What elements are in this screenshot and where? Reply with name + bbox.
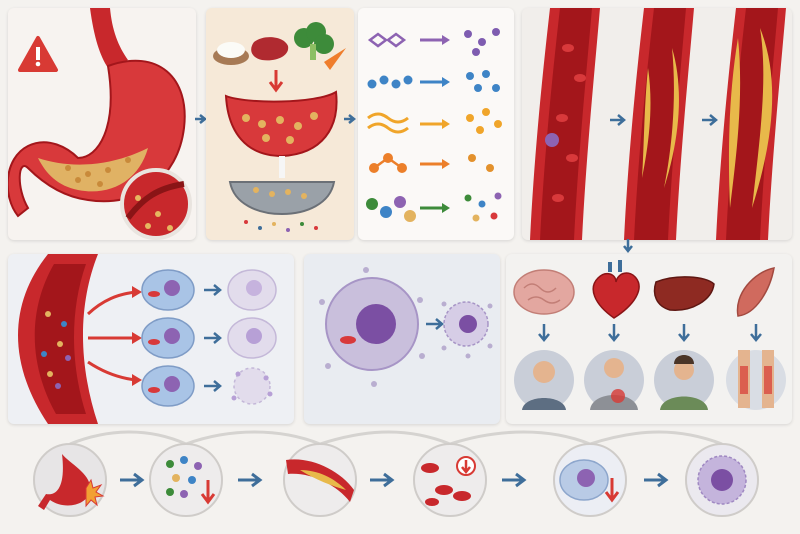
symptom-chest-pain: [584, 350, 644, 410]
warning-triangle-icon: [18, 36, 58, 72]
nutrient-molecules-panel: [358, 8, 514, 240]
arrow-right-icon: [370, 472, 395, 488]
digestion-panel: [206, 8, 354, 240]
burst-icon: [85, 478, 105, 508]
rice-bowl: [213, 42, 249, 65]
arrow-right-icon: [344, 114, 357, 124]
cell-1-result: [227, 269, 277, 311]
timeline-step-nutrients: [149, 443, 223, 517]
arrow-right-icon: [644, 472, 669, 488]
arrow-down-icon: [538, 324, 550, 342]
arrow-right-icon: [610, 114, 626, 126]
stomach-panel: [8, 8, 196, 240]
strainer: [228, 181, 336, 216]
arrow-right-icon: [426, 318, 444, 330]
arrow-right-icon: [195, 114, 208, 124]
liver-icon: [653, 276, 715, 311]
damaged-cell-large: [319, 267, 425, 387]
meat: [251, 37, 289, 61]
carrot: [324, 48, 346, 70]
symptom-headache: [514, 350, 574, 410]
molecule-row-4: [369, 153, 494, 173]
arrow-down-icon: [623, 239, 633, 254]
arrow-down-icon: [604, 478, 620, 503]
arrow-right-icon: [238, 472, 263, 488]
damaged-cell-small: [441, 301, 493, 359]
summary-timeline: [0, 430, 800, 534]
cell-uptake-panel: [8, 254, 294, 424]
timeline-step-artery: [283, 443, 357, 517]
stomach-contents: [224, 90, 338, 158]
timeline-step-blood-cells: [413, 443, 487, 517]
cell-1: [141, 269, 195, 311]
arrow-down-icon: [750, 324, 762, 342]
cell-3-result: [231, 367, 273, 405]
cell-2: [141, 317, 195, 359]
arrow-down-icon: [608, 324, 620, 342]
artery-plaque-panel: [522, 8, 792, 240]
zoom-lining-circle: [120, 168, 192, 240]
cell-2-result: [227, 317, 277, 359]
cell-3: [141, 365, 195, 407]
timeline-step-damaged-cell: [685, 443, 759, 517]
artery-plaque-early: [624, 8, 694, 240]
esophagus: [90, 8, 128, 68]
arrow-down-icon: [200, 480, 216, 505]
arrow-right-icon: [204, 380, 222, 392]
molecule-row-2: [367, 70, 500, 92]
arrow-right-icon: [204, 332, 222, 344]
arrow-down-icon: [268, 70, 284, 93]
timeline-step-cell: [553, 443, 627, 517]
molecule-row-1: [367, 28, 500, 56]
arrow-right-icon: [120, 472, 145, 488]
muscle-icon: [736, 267, 775, 317]
organs-symptoms-panel: [506, 254, 792, 424]
broccoli: [294, 22, 334, 60]
arrow-right-icon: [502, 472, 527, 488]
arrow-right-icon: [204, 284, 222, 296]
symptom-dizziness: [654, 350, 714, 410]
molecule-row-3: [367, 108, 502, 134]
symptom-leg-pain: [726, 350, 786, 410]
artery-healthy: [530, 8, 600, 240]
arrow-down-icon: [678, 324, 690, 342]
brain-icon: [513, 269, 575, 315]
molecule-row-5: [366, 192, 502, 222]
artery-plaque-advanced: [716, 8, 786, 240]
heart-icon: [592, 260, 640, 319]
arrow-right-icon: [702, 114, 718, 126]
timeline-step-stomach: [33, 443, 107, 517]
cell-breakdown-panel: [304, 254, 500, 424]
